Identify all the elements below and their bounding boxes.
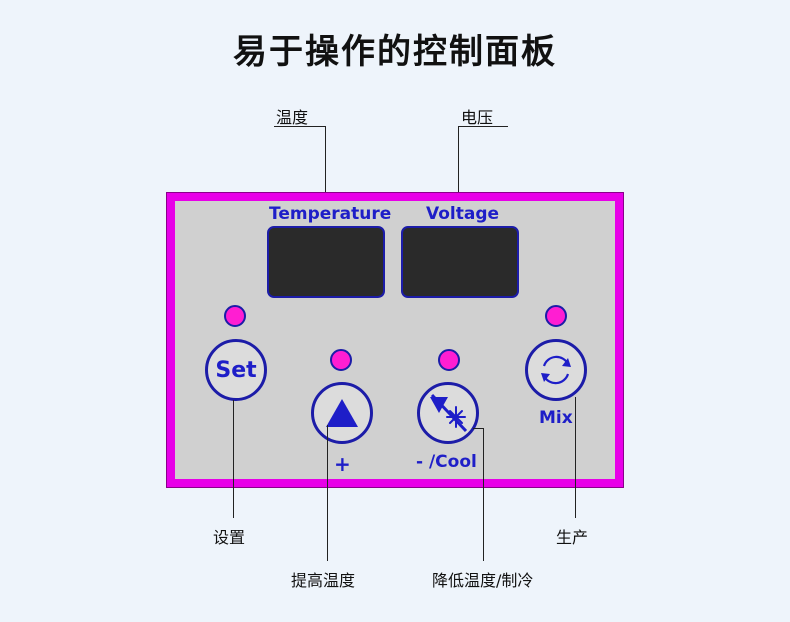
callout-line	[575, 397, 576, 518]
set-button-label: Set	[215, 357, 257, 383]
callout-temperature: 温度	[276, 108, 309, 127]
voltage-label: Voltage	[426, 204, 500, 224]
callout-line	[483, 428, 484, 561]
cool-label: - /Cool	[416, 452, 477, 472]
callout-line	[327, 425, 328, 561]
set-button[interactable]: Set	[205, 339, 267, 401]
raise-indicator-led	[330, 349, 352, 371]
cool-button[interactable]	[417, 382, 479, 444]
callout-raise: 提高温度	[291, 571, 356, 590]
callout-lower: 降低温度/制冷	[432, 571, 534, 590]
temperature-display	[267, 226, 385, 298]
mix-label: Mix	[539, 408, 573, 428]
callout-line	[274, 126, 326, 127]
callout-line	[233, 400, 234, 518]
callout-voltage: 电压	[461, 108, 494, 127]
raise-temperature-button[interactable]	[311, 382, 373, 444]
callout-produce: 生产	[556, 528, 589, 547]
callout-line	[458, 126, 508, 127]
temperature-label: Temperature	[269, 204, 392, 224]
control-panel	[175, 201, 615, 479]
cool-indicator-led	[438, 349, 460, 371]
page-title: 易于操作的控制面板	[233, 32, 557, 72]
triangle-up-icon	[326, 399, 358, 427]
plus-label: +	[334, 452, 351, 476]
triangle-down-snowflake-icon	[430, 393, 468, 433]
mix-indicator-led	[545, 305, 567, 327]
voltage-display	[401, 226, 519, 298]
callout-line	[473, 428, 484, 429]
callout-line	[325, 126, 326, 224]
set-indicator-led	[224, 305, 246, 327]
mix-button[interactable]	[525, 339, 587, 401]
refresh-icon	[541, 355, 571, 385]
callout-set: 设置	[213, 528, 246, 547]
callout-line	[458, 126, 459, 224]
